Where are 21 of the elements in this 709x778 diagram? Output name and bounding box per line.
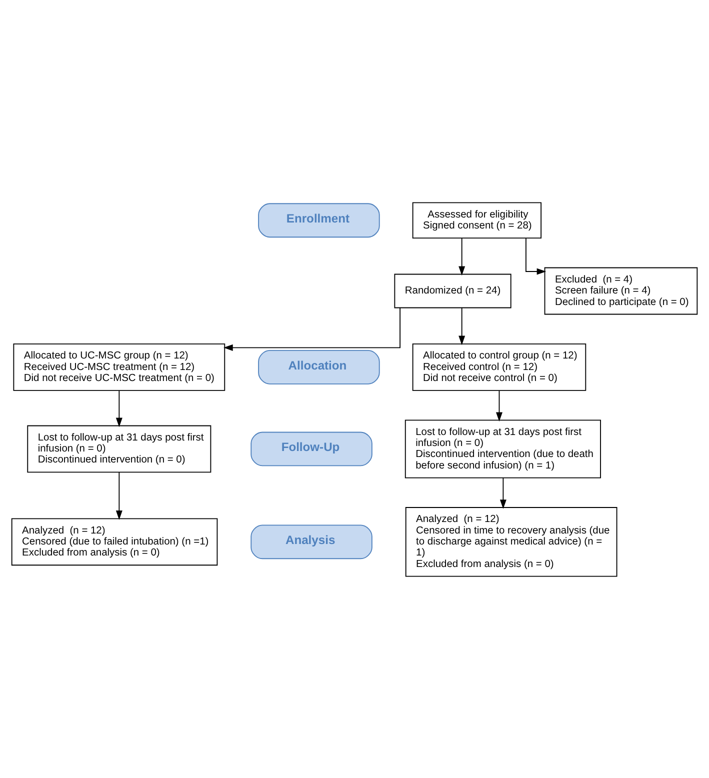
arrow: [116, 471, 122, 520]
node-box: Allocated to UC-MSC group (n = 12) Received UC-MSC treatment (n = 12) Did not receive UC-MSC treatment (n = 0): [13, 343, 226, 390]
arrow: [116, 390, 122, 427]
arrow: [525, 237, 546, 274]
node-box: Allocation: [258, 350, 380, 384]
arrow: [224, 307, 400, 350]
node-box: Allocated to control group (n = 12) Received control (n = 12) Did not receive control (n = 0): [412, 343, 586, 390]
node-box: Lost to follow-up at 31 days post first infusion (n = 0) Discontinued intervention (due to death before second infusion) (n = 1): [404, 419, 601, 478]
arrow: [458, 306, 466, 345]
node-box: Analyzed (n = 12) Censored (due to failed intubation) (n =1) Excluded from analysis (n = 0): [11, 518, 218, 566]
node-box: Follow-Up: [250, 431, 372, 466]
arrow: [458, 237, 466, 276]
node-box: Excluded (n = 4) Screen failure (n = 4) Declined to participate (n = 0): [544, 266, 698, 314]
node-box: Analyzed (n = 12) Censored in time to recovery analysis (due to discharge against medical advice) (n = 1) Excluded from analysis (n = 0): [405, 506, 618, 576]
node-box: Randomized (n = 24): [394, 273, 512, 308]
node-box: Analysis: [250, 524, 372, 559]
node-box: Enrollment: [258, 202, 380, 238]
node-box: Lost to follow-up at 31 days post first infusion (n = 0) Discontinued intervention (n = 0): [27, 424, 212, 472]
node-box: Assessed for eligibility Signed consent (n = 28): [412, 202, 542, 238]
arrow: [500, 476, 506, 508]
arrow: [496, 390, 502, 422]
